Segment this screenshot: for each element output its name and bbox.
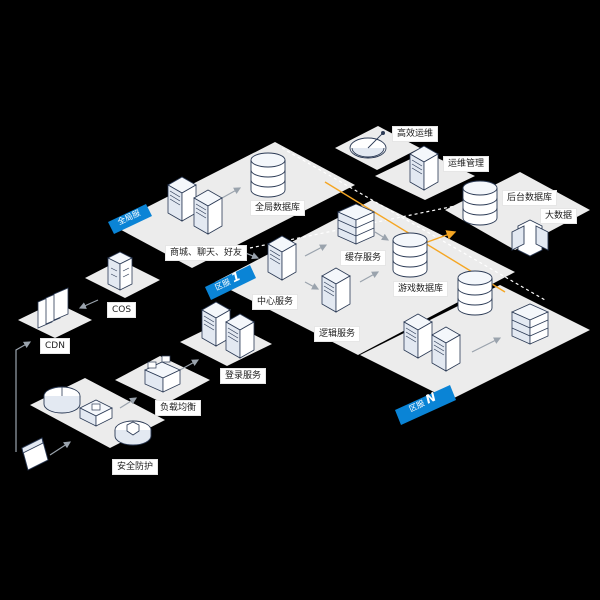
ops-mgmt-server-icon [409,145,439,191]
dotted-link-top [281,147,546,301]
social-server-icon-1 [167,176,197,222]
client-window-icon [21,437,49,471]
label-cache: 缓存服务 [340,250,387,266]
cos-building-icon [107,251,133,291]
label-game-db: 游戏数据库 [393,281,449,297]
zone-global-tag-bg [108,204,152,234]
security-pie-icon [43,386,81,414]
zone-N-tag-bg [395,385,456,425]
label-social: 商城、聊天、好友 [165,245,248,261]
social-server-icon-2 [193,189,223,235]
label-global-db: 全局数据库 [250,200,306,216]
label-cdn: CDN [40,338,70,354]
bigdata-icon [511,219,549,257]
arrow-client-cdn [15,341,32,452]
security-lock-icon [79,399,113,427]
label-center: 中心服务 [252,294,299,310]
cache-stack-icon [337,203,375,245]
arrow-cos-cdn [78,299,99,309]
platform-global [112,142,355,268]
zoneN-db-icon [457,270,493,316]
backend-db-icon [462,180,498,226]
ops-icon [349,131,387,159]
label-lb: 负载均衡 [155,400,202,416]
label-ops-mgmt: 运维管理 [443,156,490,172]
zoneN-stack-icon [511,303,549,345]
login-server-icon-2 [225,313,255,359]
center-server-icon [267,235,297,281]
arrow-cache-gamedb [374,231,390,241]
label-cos: COS [107,302,137,318]
cdn-files-icon [37,287,69,329]
label-backend-db: 后台数据库 [502,190,558,206]
arrow-zoneN [471,337,502,353]
global-db-icon [250,152,286,198]
arrow-security-lb [119,397,138,409]
label-bigdata: 大数据 [540,208,578,224]
load-balancer-icon [144,355,181,393]
zone-1-tag-bg [205,265,256,300]
zoneN-server-icon-2 [431,326,461,372]
zoneN-server-icon-1 [403,313,433,359]
label-login: 登录服务 [220,368,267,384]
arrow-social-globaldb [221,187,242,199]
label-security: 安全防护 [112,459,159,475]
arrow-center-logic [304,281,320,290]
security-shield-icon [114,420,152,446]
logic-server-icon [321,267,351,313]
arrow-client-security [49,441,72,456]
arrow-logic-gamedb [359,271,380,283]
label-logic: 逻辑服务 [314,326,361,342]
label-ops: 高效运维 [392,126,439,142]
arrow-center-cache [304,244,328,257]
game-db-icon [392,232,428,278]
arrow-lb-login [179,359,200,371]
